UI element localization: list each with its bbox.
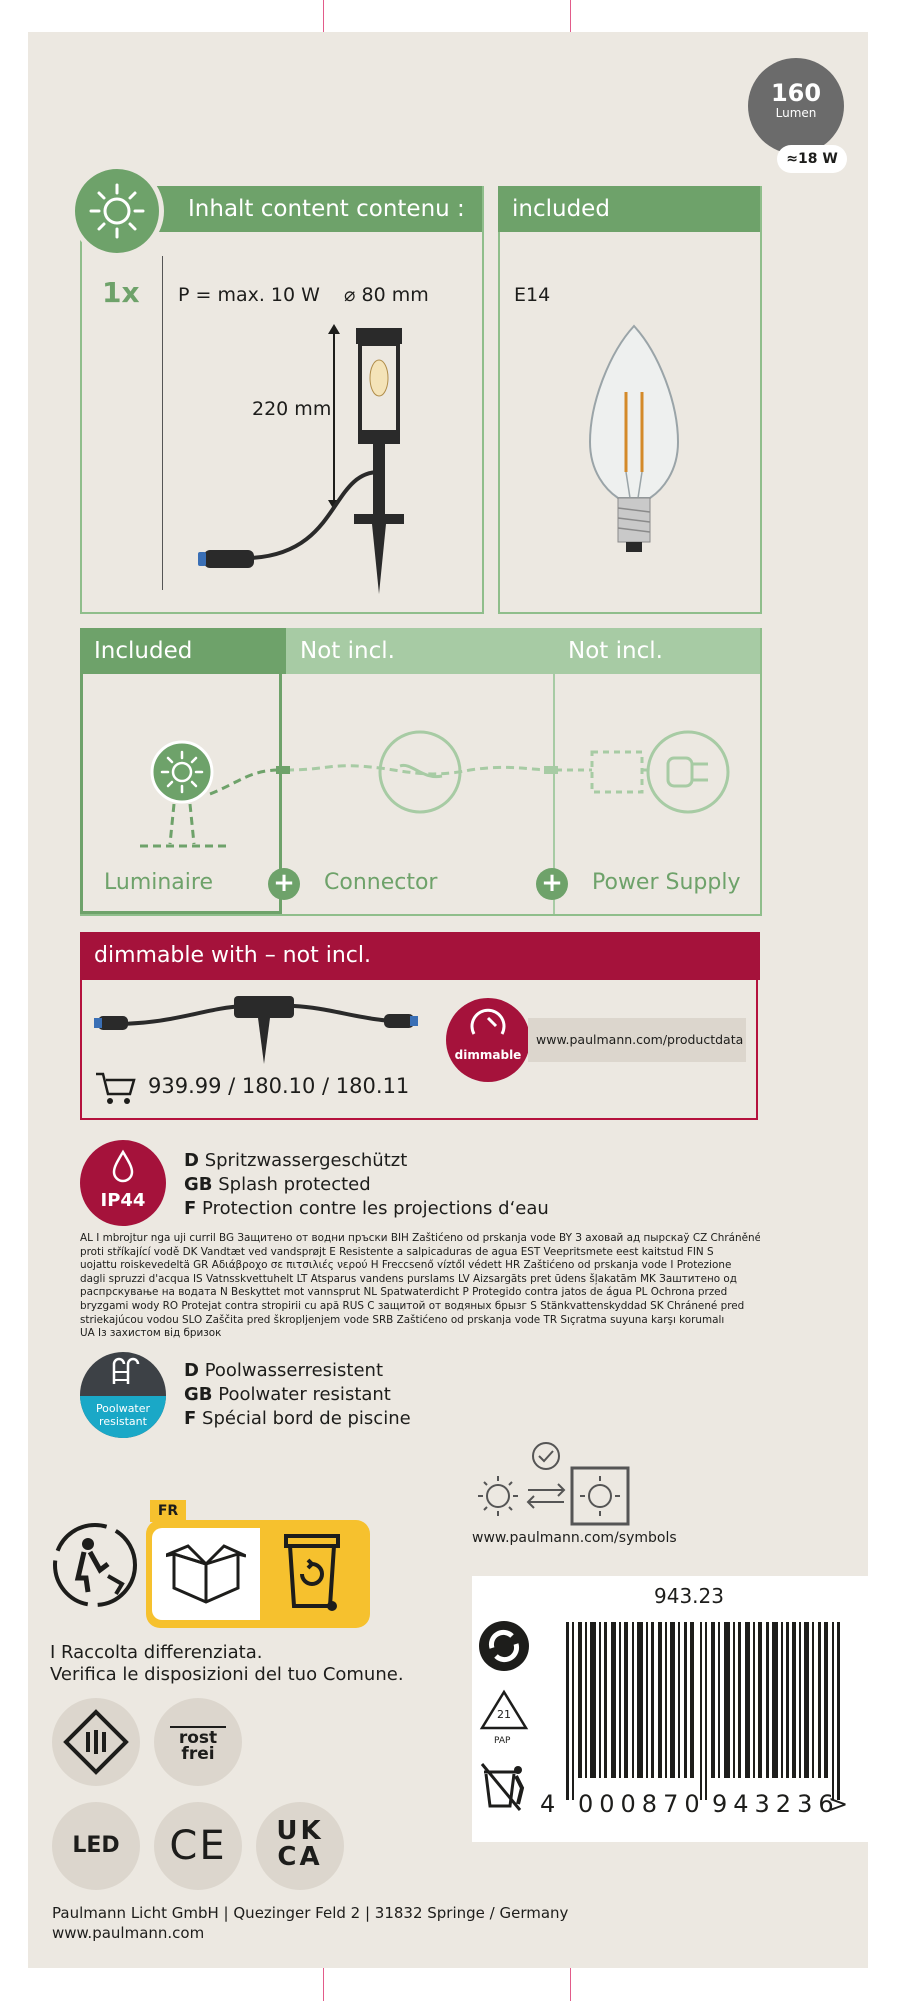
ip44-text: IP44 xyxy=(100,1190,146,1211)
pool-code-gb: GB xyxy=(184,1384,213,1405)
ip-translation-line: striekajúcou vodou SLO Zaščita pred škro… xyxy=(80,1313,725,1326)
ip-line-de: D Spritzwassergeschützt xyxy=(184,1150,407,1171)
footer-url[interactable]: www.paulmann.com xyxy=(52,1924,205,1942)
pap-number: 21 xyxy=(497,1708,511,1721)
power-spec: P = max. 10 W xyxy=(178,284,320,306)
luminaire-illustration xyxy=(198,324,404,594)
ip-translation-line: proti stříkající vodě DK Vandtæt ved van… xyxy=(80,1245,714,1258)
dimmer-cable-illustration xyxy=(94,996,418,1064)
divider-line xyxy=(162,256,163,590)
barcode-group-2: 943236 xyxy=(712,1790,840,1818)
symbols-url[interactable]: www.paulmann.com/symbols xyxy=(472,1530,677,1546)
pool-code-de: D xyxy=(184,1360,199,1381)
triman-recycling-icon xyxy=(53,1523,137,1607)
system-col1-header: Included xyxy=(80,628,286,674)
power-supply-label: Power Supply xyxy=(592,870,741,895)
ukca-text-2: CA xyxy=(277,1842,323,1872)
class-3-insulation-icon xyxy=(52,1698,140,1786)
ukca-text-1: UK xyxy=(276,1816,324,1846)
pool-text-gb: Poolwater resistant xyxy=(218,1384,391,1405)
article-number: 943.23 xyxy=(654,1584,724,1608)
shopping-cart-icon xyxy=(96,1072,136,1104)
content-header-text: Inhalt content contenu : xyxy=(188,196,465,222)
plus-icon-2: + xyxy=(536,868,568,900)
system-diagram xyxy=(140,730,730,848)
lumen-badge: 160 Lumen xyxy=(748,58,844,154)
rostfrei-text-1: rost xyxy=(170,1726,226,1747)
recycling-bin-icon xyxy=(284,1534,340,1611)
ip-translation-line: bryzgami wody RO Protejat contra stropir… xyxy=(80,1299,745,1312)
ean-barcode xyxy=(566,1622,840,1800)
recycling-line-1: I Raccolta differenziata. xyxy=(50,1642,263,1663)
pap-label: PAP xyxy=(494,1736,511,1746)
pool-code-fr: F xyxy=(184,1408,197,1429)
poolwater-badge: Poolwater resistant xyxy=(80,1352,166,1438)
luminaire-label: Luminaire xyxy=(104,870,213,895)
ce-mark-icon: CE xyxy=(154,1802,242,1890)
ce-text: CE xyxy=(169,1823,227,1869)
ip-text-de: Spritzwassergeschützt xyxy=(204,1150,408,1171)
box-icon xyxy=(166,1544,246,1604)
pool-text-de: Poolwasserresistent xyxy=(204,1360,384,1381)
dimmable-header: dimmable with – not incl. xyxy=(80,932,760,980)
footer-company: Paulmann Licht GmbH | Quezinger Feld 2 |… xyxy=(52,1904,569,1922)
included-header: included xyxy=(498,186,760,232)
socket-type: E14 xyxy=(514,284,551,306)
recycling-line-2: Verifica le disposizioni del tuo Comune. xyxy=(50,1664,404,1685)
barcode-group-1: 000870 xyxy=(578,1790,706,1818)
lumen-value: 160 xyxy=(770,79,822,107)
barcode-end-mark: > xyxy=(828,1790,849,1818)
light-change-symbols-icon xyxy=(478,1442,630,1526)
bulb-illustration xyxy=(588,324,680,552)
diameter-spec: ⌀ 80 mm xyxy=(344,284,429,306)
led-icon: LED xyxy=(52,1802,140,1890)
led-text: LED xyxy=(72,1833,120,1858)
fr-label: FR xyxy=(150,1500,186,1522)
ip-translation-line: AL I mbrojtur nga uji curril BG Защитено… xyxy=(80,1232,760,1244)
pap-recycling-icon xyxy=(479,1689,529,1730)
system-col3-header: Not incl. xyxy=(554,628,760,674)
column-divider xyxy=(553,674,555,914)
ip-line-fr: F Protection contre les projections d‘ea… xyxy=(184,1198,549,1219)
productdata-link[interactable]: www.paulmann.com/productdata xyxy=(528,1018,746,1062)
rostfrei-text-2: frei xyxy=(181,1744,215,1764)
pool-line-fr: F Spécial bord de piscine xyxy=(184,1408,411,1429)
pool-line-de: D Poolwasserresistent xyxy=(184,1360,383,1381)
connector-label: Connector xyxy=(324,870,438,895)
dimmer-knob-icon xyxy=(470,1008,506,1035)
ip-code-de: D xyxy=(184,1150,199,1171)
ip-translation-line: dagli spruzzi d'acqua IS Vatnsskvettuhel… xyxy=(80,1272,737,1285)
pool-ladder-icon xyxy=(112,1357,140,1384)
dimmer-article-numbers: 939.99 / 180.10 / 180.11 xyxy=(148,1074,410,1098)
pool-text-fr: Spécial bord de piscine xyxy=(202,1408,411,1429)
quantity: 1x xyxy=(102,276,140,309)
ip-line-gb: GB Splash protected xyxy=(184,1174,371,1195)
ip-translation-line: распрскување на водата N Beskyttet mot v… xyxy=(80,1286,728,1299)
rostfrei-icon: rost frei xyxy=(154,1698,242,1786)
dimmable-badge-text: dimmable xyxy=(454,1048,522,1062)
plus-icon-1: + xyxy=(268,868,300,900)
green-dot-icon xyxy=(479,1621,529,1671)
content-header: Inhalt content contenu : xyxy=(126,186,482,232)
ip-code-fr: F xyxy=(184,1198,197,1219)
dimmable-badge: dimmable xyxy=(446,998,530,1082)
ip-text-fr: Protection contre les projections d‘eau xyxy=(202,1198,549,1219)
ip-translation-line: uojattu roiskevedeltä GR Αδιάβροχο σε πι… xyxy=(80,1259,732,1272)
water-drop-icon xyxy=(112,1149,134,1183)
system-col2-header: Not incl. xyxy=(286,628,554,674)
sun-icon xyxy=(70,164,164,258)
ip-text-gb: Splash protected xyxy=(218,1174,371,1195)
included-column-frame xyxy=(80,674,282,914)
pool-line-gb: GB Poolwater resistant xyxy=(184,1384,391,1405)
lumen-unit: Lumen xyxy=(775,106,817,120)
ip-translation-line: UA Із захистом від бризок xyxy=(80,1327,222,1340)
ip-code-gb: GB xyxy=(184,1174,213,1195)
height-spec: 220 mm xyxy=(252,398,332,420)
barcode-first-digit: 4 xyxy=(540,1790,556,1818)
trash-bin-crossed-icon xyxy=(480,1763,525,1811)
ip-translations: AL I mbrojtur nga uji curril BG Защитено… xyxy=(80,1232,760,1341)
watt-equivalent: ≈18 W xyxy=(777,145,847,173)
ukca-mark-icon: UK CA xyxy=(256,1802,344,1890)
ip44-badge: IP44 xyxy=(80,1140,166,1226)
